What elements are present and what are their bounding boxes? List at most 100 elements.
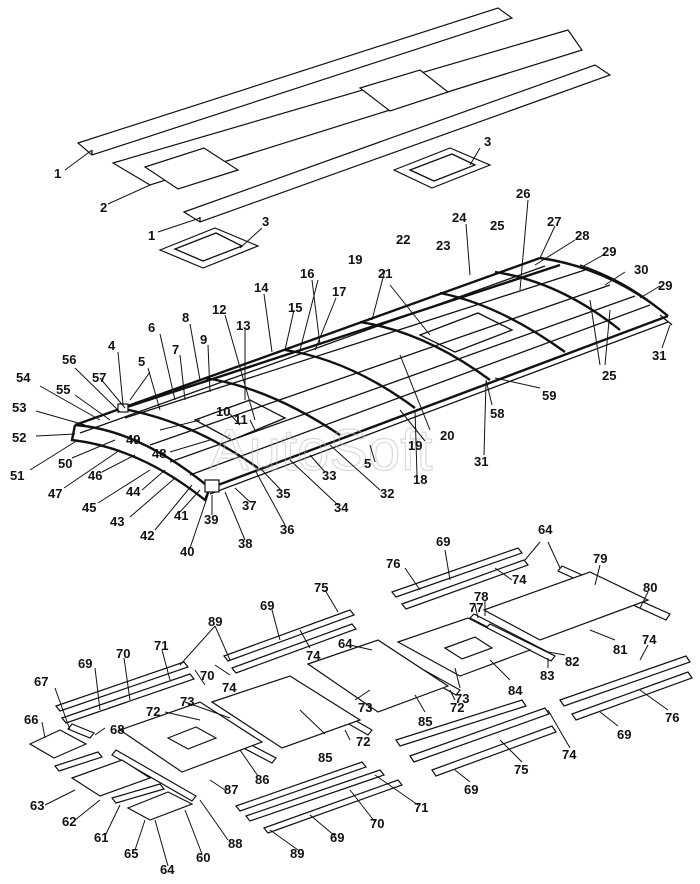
callout-label-99: 66 — [24, 712, 38, 727]
callout-label-42: 43 — [110, 514, 124, 529]
callout-label-105: 86 — [255, 772, 269, 787]
callout-label-60: 18 — [413, 472, 427, 487]
callout-label-61: 5 — [364, 456, 371, 471]
callout-label-68: 64 — [538, 522, 553, 537]
callout-label-3: 3 — [484, 134, 491, 149]
callout-label-1: 2 — [100, 200, 107, 215]
callout-label-53: 32 — [380, 486, 394, 501]
callout-label-23: 13 — [236, 318, 250, 333]
callout-label-11: 23 — [436, 238, 450, 253]
callout-label-33: 55 — [56, 382, 70, 397]
leader-lines — [29, 147, 671, 867]
roof-hatch-cover-front — [158, 227, 260, 269]
callout-label-64: 59 — [542, 388, 556, 403]
hatch-cutout-rear — [358, 69, 450, 112]
callout-label-41: 44 — [126, 484, 141, 499]
callout-label-111: 65 — [124, 846, 138, 861]
callout-label-71: 80 — [643, 580, 657, 595]
callout-label-24: 8 — [182, 310, 189, 325]
callout-label-69: 74 — [512, 572, 527, 587]
callout-label-88: 85 — [418, 714, 432, 729]
callout-label-25: 6 — [148, 320, 155, 335]
callout-label-89: 74 — [562, 747, 577, 762]
callout-label-6: 24 — [452, 210, 467, 225]
callout-label-83: 89 — [208, 614, 222, 629]
callout-label-39: 46 — [88, 468, 102, 483]
callout-label-56: 10 — [216, 404, 230, 419]
callout-label-31: 57 — [92, 370, 106, 385]
callout-label-38: 47 — [48, 486, 62, 501]
callout-label-40: 45 — [82, 500, 96, 515]
roof-frame — [70, 256, 673, 502]
callout-label-96: 74 — [222, 680, 237, 695]
callout-label-19: 17 — [332, 284, 346, 299]
callout-label-114: 71 — [414, 800, 428, 815]
callout-label-32: 54 — [16, 370, 31, 385]
callout-label-82: 74 — [306, 648, 321, 663]
callout-label-108: 63 — [30, 798, 44, 813]
callout-label-16: 19 — [348, 252, 362, 267]
callout-label-78: 76 — [665, 710, 679, 725]
callout-label-63: 58 — [490, 406, 504, 421]
watermark-text: AutoSoft — [210, 418, 432, 483]
callout-label-30: 56 — [62, 352, 76, 367]
callout-label-70: 79 — [593, 551, 607, 566]
roof-hatch-cover-rear — [392, 147, 492, 189]
callout-label-104: 73 — [358, 700, 372, 715]
callout-label-115: 70 — [370, 816, 384, 831]
callout-label-36: 51 — [10, 468, 24, 483]
callout-label-117: 89 — [290, 846, 304, 861]
callout-label-26: 9 — [200, 332, 207, 347]
callout-label-10: 22 — [396, 232, 410, 247]
callout-label-34: 53 — [12, 400, 26, 415]
callout-label-66: 76 — [386, 556, 400, 571]
hatch-cutout-front — [143, 147, 240, 190]
callout-label-97: 67 — [34, 674, 48, 689]
callout-label-48: 37 — [242, 498, 256, 513]
callout-label-79: 69 — [617, 727, 631, 742]
callout-label-77: 74 — [642, 632, 657, 647]
callout-label-8: 28 — [575, 228, 589, 243]
callout-label-12: 29 — [602, 244, 616, 259]
callout-label-15: 31 — [652, 348, 666, 363]
callout-label-112: 64 — [160, 862, 175, 877]
callout-label-102: 85 — [318, 750, 332, 765]
callout-label-2: 1 — [148, 228, 155, 243]
callout-label-13: 30 — [634, 262, 648, 277]
callout-label-98: 68 — [110, 722, 124, 737]
callout-label-18: 16 — [300, 266, 314, 281]
callout-label-44: 41 — [174, 508, 188, 523]
callout-label-58: 19 — [408, 438, 422, 453]
callout-label-93: 70 — [116, 646, 130, 661]
callout-label-54: 49 — [126, 432, 140, 447]
callout-label-95: 70 — [200, 668, 214, 683]
callout-label-57: 11 — [234, 412, 248, 427]
callout-label-101: 73 — [180, 694, 194, 709]
callout-label-76: 83 — [540, 668, 554, 683]
callout-label-85: 84 — [508, 683, 523, 698]
callout-label-110: 61 — [94, 830, 108, 845]
callout-label-65: 25 — [602, 368, 616, 383]
callout-label-116: 69 — [330, 830, 344, 845]
callout-label-52: 33 — [322, 468, 336, 483]
callout-label-80: 75 — [314, 580, 328, 595]
callout-label-86: 73 — [455, 691, 469, 706]
callout-label-113: 60 — [196, 850, 210, 865]
callout-label-103: 72 — [356, 734, 370, 749]
callout-label-51: 34 — [334, 500, 349, 515]
callout-label-35: 52 — [12, 430, 26, 445]
roof-panel-middle — [111, 29, 583, 190]
lining-parts — [28, 547, 693, 834]
callout-label-62: 31 — [474, 454, 488, 469]
callout-label-74: 81 — [613, 642, 627, 657]
callout-label-50: 35 — [276, 486, 290, 501]
callout-label-67: 69 — [436, 534, 450, 549]
callout-label-28: 4 — [108, 338, 116, 353]
callout-label-20: 14 — [254, 280, 269, 295]
callout-label-9: 25 — [490, 218, 504, 233]
callout-label-29: 5 — [138, 354, 145, 369]
callout-label-46: 39 — [204, 512, 218, 527]
